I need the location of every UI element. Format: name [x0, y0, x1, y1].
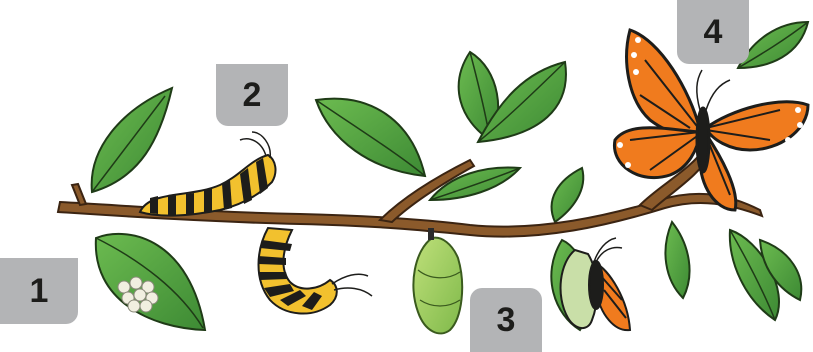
stage-3-label: 3 — [470, 288, 542, 352]
hanging-caterpillar — [258, 228, 372, 314]
stage-4-label: 4 — [677, 0, 749, 64]
leaf — [552, 168, 584, 222]
caterpillar — [140, 132, 275, 216]
chrysalis — [413, 228, 462, 333]
stage-1-label: 1 — [0, 258, 78, 324]
leaf — [665, 222, 689, 298]
eggs — [118, 277, 158, 312]
stage-2-label: 2 — [216, 64, 288, 126]
